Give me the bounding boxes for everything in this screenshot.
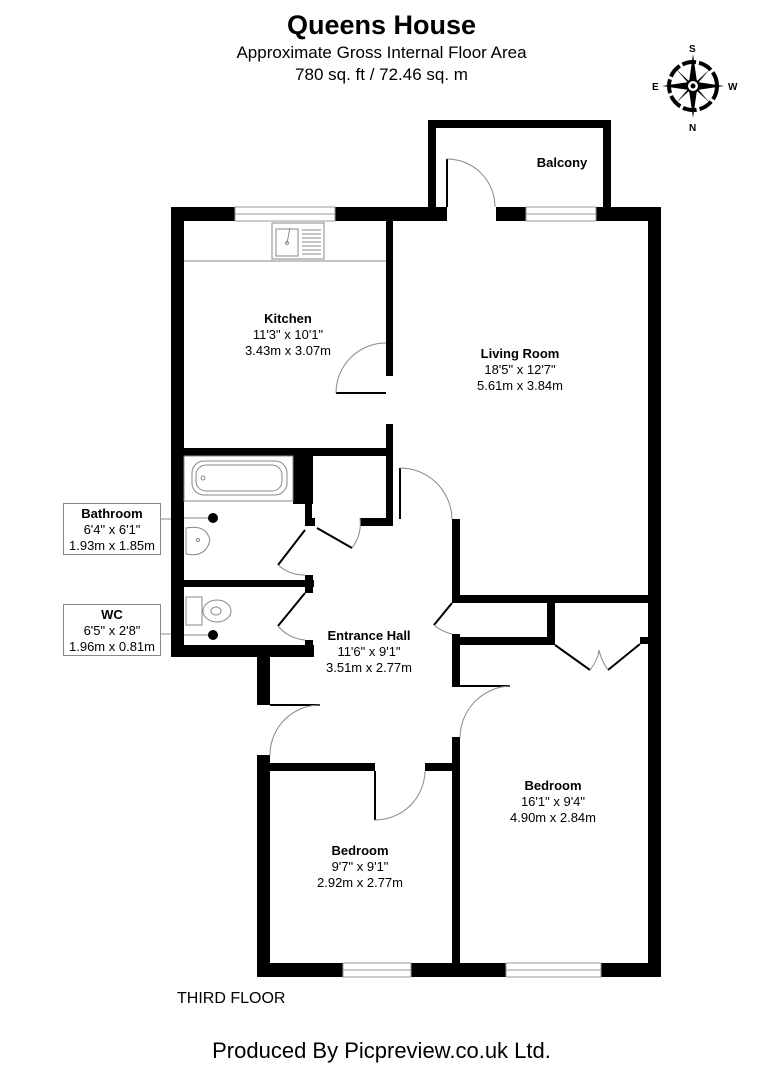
room-label-balcony: Balcony (537, 155, 588, 171)
pipe-icon (208, 513, 218, 523)
room-name: Living Room (480, 346, 560, 361)
property-title: Queens House (286, 10, 477, 40)
room-dimensions-metric: 2.92m x 2.77m (317, 875, 403, 890)
floor-area-value: 780 sq. ft / 72.46 sq. m (295, 65, 468, 84)
room-callout-bathroom: Bathroom 6'4" x 6'1" 1.93m x 1.85m (63, 503, 161, 555)
kitchen-sink-icon (184, 222, 386, 262)
door-swings (269, 158, 609, 821)
plan-header: Queens House Approximate Gross Internal … (0, 8, 763, 86)
room-dimensions-imperial: 11'6" x 9'1" (337, 644, 401, 659)
room-dimensions-imperial: 11'3" x 10'1" (252, 327, 324, 342)
compass-west-label: W (728, 82, 738, 93)
room-dimensions-imperial: 18'5" x 12'7" (484, 362, 556, 377)
windows (234, 206, 602, 978)
room-dimensions-metric: 5.61m x 3.84m (477, 378, 563, 393)
compass-north-label: N (689, 123, 696, 132)
room-dimensions-imperial: 6'5" x 2'8" (83, 623, 141, 638)
room-name: Bedroom (524, 778, 582, 793)
room-dimensions-imperial: 9'7" x 9'1" (331, 859, 389, 874)
room-label-living-room: Living Room 18'5" x 12'7" 5.61m x 3.84m (477, 346, 563, 394)
room-dimensions-imperial: 16'1" x 9'4" (520, 794, 586, 809)
compass-east-label: E (652, 82, 659, 93)
room-label-bedroom-small: Bedroom 9'7" x 9'1" 2.92m x 2.77m (317, 843, 403, 891)
room-name: Bathroom (81, 506, 143, 521)
room-dimensions-imperial: 6'4" x 6'1" (83, 522, 141, 537)
area-subtitle: Approximate Gross Internal Floor Area (236, 43, 527, 62)
room-label-bedroom-large: Bedroom 16'1" x 9'4" 4.90m x 2.84m (510, 778, 596, 826)
room-name: Entrance Hall (327, 628, 411, 643)
room-dimensions-metric: 3.51m x 2.77m (326, 660, 412, 675)
compass-rose-icon: S E W N (652, 44, 738, 132)
washbasin-icon (185, 526, 211, 556)
drainer-icon (302, 229, 321, 255)
toilet-icon (185, 596, 232, 626)
room-dimensions-metric: 1.96m x 0.81m (69, 639, 155, 654)
room-label-entrance-hall: Entrance Hall 11'6" x 9'1" 3.51m x 2.77m (326, 628, 412, 676)
pipe-icon (208, 630, 218, 640)
compass-south-label: S (689, 44, 696, 55)
room-dimensions-metric: 4.90m x 2.84m (510, 810, 596, 825)
floor-level-label: THIRD FLOOR (177, 990, 286, 1007)
room-dimensions-metric: 3.43m x 3.07m (245, 343, 331, 358)
walls (171, 120, 661, 977)
room-name: Bedroom (331, 843, 389, 858)
room-name: Kitchen (264, 311, 312, 326)
bathtub-icon (183, 455, 294, 502)
producer-credit: Produced By Picpreview.co.uk Ltd. (212, 1038, 551, 1063)
room-name: WC (101, 607, 123, 622)
doors (270, 159, 641, 820)
room-callout-wc: WC 6'5" x 2'8" 1.96m x 0.81m (63, 604, 161, 656)
room-dimensions-metric: 1.93m x 1.85m (69, 538, 155, 553)
room-name: Balcony (536, 155, 588, 170)
room-label-kitchen: Kitchen 11'3" x 10'1" 3.43m x 3.07m (245, 311, 331, 359)
